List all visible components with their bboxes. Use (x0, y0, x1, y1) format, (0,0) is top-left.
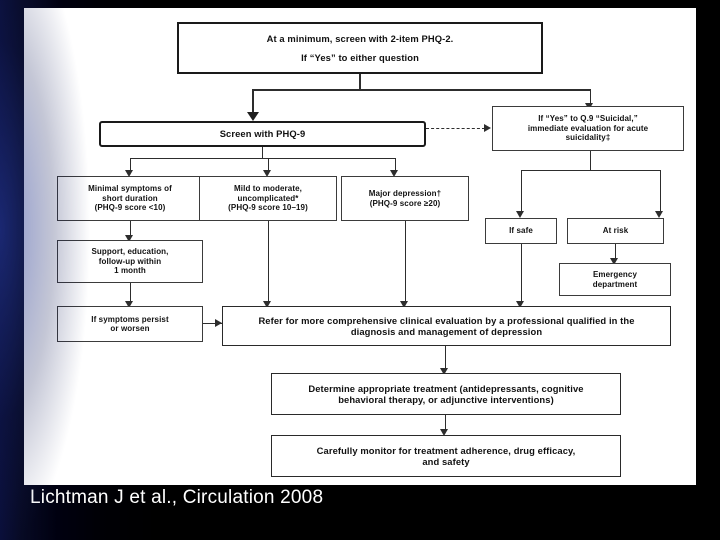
arrowhead-treatment-to-monitor (440, 429, 448, 436)
node-treatment-line1: Determine appropriate treatment (antidep… (308, 382, 584, 394)
arrowhead-mild-to-refer (263, 301, 271, 308)
connector-phq9-to-suicidal-dashed (426, 128, 485, 129)
node-phq2-line2: If “Yes” to either question (301, 51, 419, 63)
node-support-line3: 1 month (114, 266, 146, 276)
node-support-line1: Support, education, (91, 247, 169, 257)
node-if-safe: If safe (485, 218, 557, 244)
arrowhead-refer-to-treatment (440, 368, 448, 375)
arrowhead-persist-to-refer (215, 319, 222, 327)
node-determine-treatment: Determine appropriate treatment (antidep… (271, 373, 621, 415)
node-at-risk: At risk (567, 218, 664, 244)
node-emergency-line2: department (592, 279, 638, 289)
connector-to-if-safe (521, 170, 523, 213)
node-refer-evaluation: Refer for more comprehensive clinical ev… (222, 306, 671, 346)
node-suicidal-line2: immediate evaluation for acute (527, 123, 649, 133)
arrowhead-to-at-risk (655, 211, 663, 218)
node-mild-line2: uncomplicated* (237, 193, 299, 203)
connector-persist-to-refer (203, 323, 222, 325)
connector-minimal-to-support (130, 221, 132, 237)
arrowhead-major-to-refer (400, 301, 408, 308)
connector-at-risk-to-emergency (615, 244, 617, 260)
connector-to-minimal (130, 158, 132, 172)
node-mild-moderate: Mild to moderate, uncomplicated* (PHQ-9 … (199, 176, 337, 221)
connector-support-to-persist (130, 283, 132, 303)
node-persist-line2: or worsen (110, 324, 150, 333)
node-monitor-line2: and safety (422, 456, 470, 467)
arrowhead-to-major (390, 170, 398, 177)
node-phq2-line1: At a minimum, screen with 2-item PHQ-2. (266, 33, 454, 45)
arrowhead-to-minimal (125, 170, 133, 177)
node-symptoms-persist: If symptoms persist or worsen (57, 306, 203, 342)
node-phq2-screen: At a minimum, screen with 2-item PHQ-2. … (177, 22, 543, 74)
connector-mild-to-refer (268, 221, 270, 303)
flowchart-figure: At a minimum, screen with 2-item PHQ-2. … (24, 8, 696, 485)
node-suicidal-eval: If “Yes” to Q.9 “Suicidal,” immediate ev… (492, 106, 684, 151)
slide-caption: Lichtman J et al., Circulation 2008 (30, 487, 324, 508)
connector-major-to-refer (405, 221, 407, 303)
node-phq9-screen: Screen with PHQ-9 (99, 121, 426, 147)
arrowhead-support-to-persist (125, 301, 133, 308)
node-major-depression: Major depression† (PHQ-9 score ≥20) (341, 176, 469, 221)
node-major-line1: Major depression† (368, 189, 442, 199)
node-treatment-line2: behavioral therapy, or adjunctive interv… (338, 394, 554, 405)
arrowhead-to-mild (263, 170, 271, 177)
connector-to-suicidal (590, 89, 592, 105)
node-monitor-treatment: Carefully monitor for treatment adherenc… (271, 435, 621, 477)
arrowhead-at-risk-to-emergency (610, 258, 618, 265)
node-minimal-symptoms: Minimal symptoms of short duration (PHQ-… (57, 176, 203, 221)
node-at-risk-label: At risk (602, 226, 629, 236)
node-mild-line1: Mild to moderate, (234, 184, 302, 194)
node-support-education: Support, education, follow-up within 1 m… (57, 240, 203, 283)
node-minimal-line3: (PHQ-9 score <10) (94, 203, 166, 213)
arrowhead-to-if-safe (516, 211, 524, 218)
node-minimal-line2: short duration (102, 193, 158, 203)
arrowhead-to-phq9 (247, 112, 259, 121)
arrowhead-minimal-to-support (125, 235, 133, 242)
arrowhead-if-safe-to-refer (516, 301, 524, 308)
node-major-line2: (PHQ-9 score ≥20) (369, 198, 441, 208)
connector-suicidal-down (590, 151, 592, 171)
node-persist-line1: If symptoms persist (91, 314, 169, 324)
connector-to-mild (268, 158, 270, 172)
flowchart-canvas: At a minimum, screen with 2-item PHQ-2. … (24, 8, 696, 485)
connector-refer-to-treatment (445, 346, 447, 370)
node-if-safe-label: If safe (509, 226, 533, 236)
node-mild-line3: (PHQ-9 score 10–19) (228, 203, 308, 213)
node-phq9-label: Screen with PHQ-9 (219, 128, 306, 140)
connector-to-major (395, 158, 397, 172)
node-emergency-line1: Emergency (592, 270, 638, 280)
connector-to-phq9 (252, 89, 255, 114)
node-suicidal-line1: If “Yes” to Q.9 “Suicidal,” (538, 114, 638, 124)
connector-risk-bus (521, 170, 660, 172)
arrowhead-phq9-to-suicidal (484, 124, 491, 132)
connector-treatment-to-monitor (445, 415, 447, 431)
node-support-line2: follow-up within (98, 256, 162, 266)
node-emergency-department: Emergency department (559, 263, 671, 296)
connector-severity-bus (130, 158, 395, 160)
connector-phq2-down (359, 74, 362, 90)
connector-if-safe-down (521, 244, 523, 303)
connector-phq9-down (262, 147, 264, 159)
connector-phq2-bus (252, 89, 590, 92)
connector-to-at-risk (660, 170, 662, 213)
node-refer-line1: Refer for more comprehensive clinical ev… (258, 314, 635, 326)
node-monitor-line1: Carefully monitor for treatment adherenc… (316, 444, 576, 456)
node-refer-line2: diagnosis and management of depression (350, 326, 543, 337)
node-suicidal-line3: suicidality‡ (565, 133, 611, 143)
node-minimal-line1: Minimal symptoms of (88, 184, 172, 194)
